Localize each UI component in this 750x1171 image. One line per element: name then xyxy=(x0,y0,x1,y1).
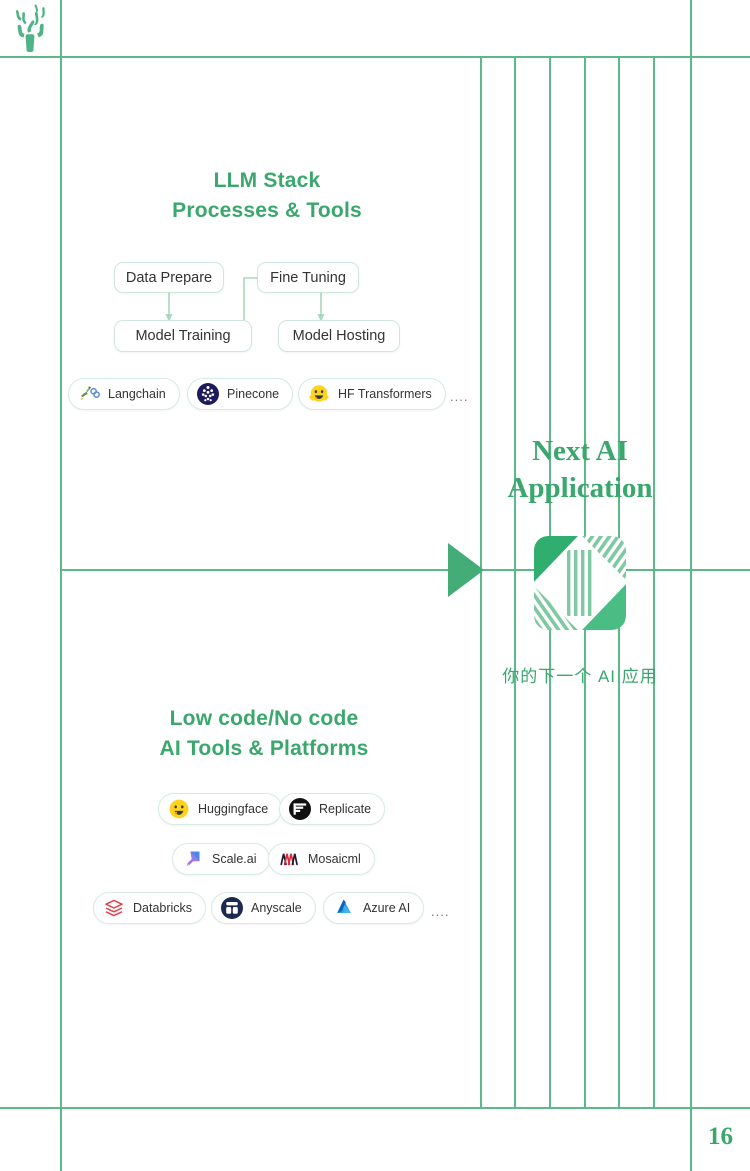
tool-pill-scale-ai[interactable]: Scale.ai xyxy=(172,843,271,875)
langchain-icon xyxy=(80,386,100,400)
flow-box-label: Fine Tuning xyxy=(270,269,346,286)
bottom-title-line2: AI Tools & Platforms xyxy=(159,737,369,760)
flow-arrow-right-icon xyxy=(448,543,484,597)
tool-pill-pinecone[interactable]: Pinecone xyxy=(187,378,294,410)
tool-pill-label: Databricks xyxy=(133,901,193,915)
tool-pill-label: Mosaicml xyxy=(308,852,361,866)
next-ai-application-title: Next AI Application xyxy=(460,433,700,507)
flow-box-label: Data Prepare xyxy=(125,269,213,286)
hugging-face-icon xyxy=(169,799,189,819)
next-title-line1: Next AI xyxy=(532,435,628,467)
rule-vertical-left xyxy=(60,0,62,1171)
hugging-face-icon xyxy=(309,385,329,402)
tool-pill-label: Pinecone xyxy=(227,387,280,401)
top-section-title: LLM Stack Processes & Tools xyxy=(120,166,414,226)
tool-pill-mosaicml[interactable]: Mosaicml xyxy=(268,843,375,875)
rule-vertical-1 xyxy=(480,56,482,1107)
azure-ai-icon xyxy=(337,899,351,913)
flow-box-label: Model Training xyxy=(135,328,231,344)
mosaicml-icon xyxy=(280,853,298,866)
tool-pill-langchain[interactable]: Langchain xyxy=(68,378,180,410)
next-title-line2: Application xyxy=(507,472,653,504)
page-number: 16 xyxy=(708,1123,733,1150)
tool-pill-label: Replicate xyxy=(319,802,372,816)
tool-pill-hf-transformers[interactable]: HF Transformers xyxy=(298,378,446,410)
tool-pill-azure-ai[interactable]: Azure AI xyxy=(323,892,425,924)
top-title-line1: LLM Stack xyxy=(213,169,321,192)
rule-horizontal-top xyxy=(0,56,750,58)
rule-vertical-6 xyxy=(653,56,655,1107)
top-tools-more: .... xyxy=(450,389,469,404)
rule-horizontal-bottom xyxy=(0,1107,750,1109)
bottom-tools-more: .... xyxy=(431,904,450,919)
flow-box-model-hosting[interactable]: Model Hosting xyxy=(278,320,400,352)
tool-pill-databricks[interactable]: Databricks xyxy=(93,892,207,924)
tool-pill-anyscale[interactable]: Anyscale xyxy=(211,892,316,924)
flow-box-fine-tuning[interactable]: Fine Tuning xyxy=(257,262,359,293)
rule-vertical-2 xyxy=(514,56,516,1107)
tool-pill-label: Azure AI xyxy=(363,901,411,915)
anyscale-icon xyxy=(221,897,243,919)
bottom-title-line1: Low code/No code xyxy=(169,707,359,730)
replicate-icon xyxy=(289,798,311,820)
tool-pill-replicate[interactable]: Replicate xyxy=(279,793,386,825)
isometric-cube-logo xyxy=(534,536,626,630)
scale-ai-icon xyxy=(186,851,200,867)
flow-box-label: Model Hosting xyxy=(292,328,386,344)
rule-horizontal-middle xyxy=(60,569,750,571)
tool-pill-label: Huggingface xyxy=(198,802,269,816)
tool-pill-label: Anyscale xyxy=(251,901,302,915)
tool-pill-label: HF Transformers xyxy=(338,387,432,401)
tool-pill-label: Scale.ai xyxy=(212,852,257,866)
flow-box-model-training[interactable]: Model Training xyxy=(114,320,252,352)
top-title-line2: Processes & Tools xyxy=(172,199,362,222)
cactus-logo xyxy=(15,4,45,52)
pinecone-icon xyxy=(197,383,219,405)
next-ai-caption-cn: 你的下一个 AI 应用 xyxy=(502,667,658,686)
flow-box-data-prepare[interactable]: Data Prepare xyxy=(114,262,224,293)
rule-vertical-right xyxy=(690,0,692,1171)
bottom-section-title: Low code/No code AI Tools & Platforms xyxy=(117,704,411,764)
databricks-icon xyxy=(105,899,123,917)
tool-pill-label: Langchain xyxy=(108,387,166,401)
tool-pill-huggingface[interactable]: Huggingface xyxy=(158,793,283,825)
